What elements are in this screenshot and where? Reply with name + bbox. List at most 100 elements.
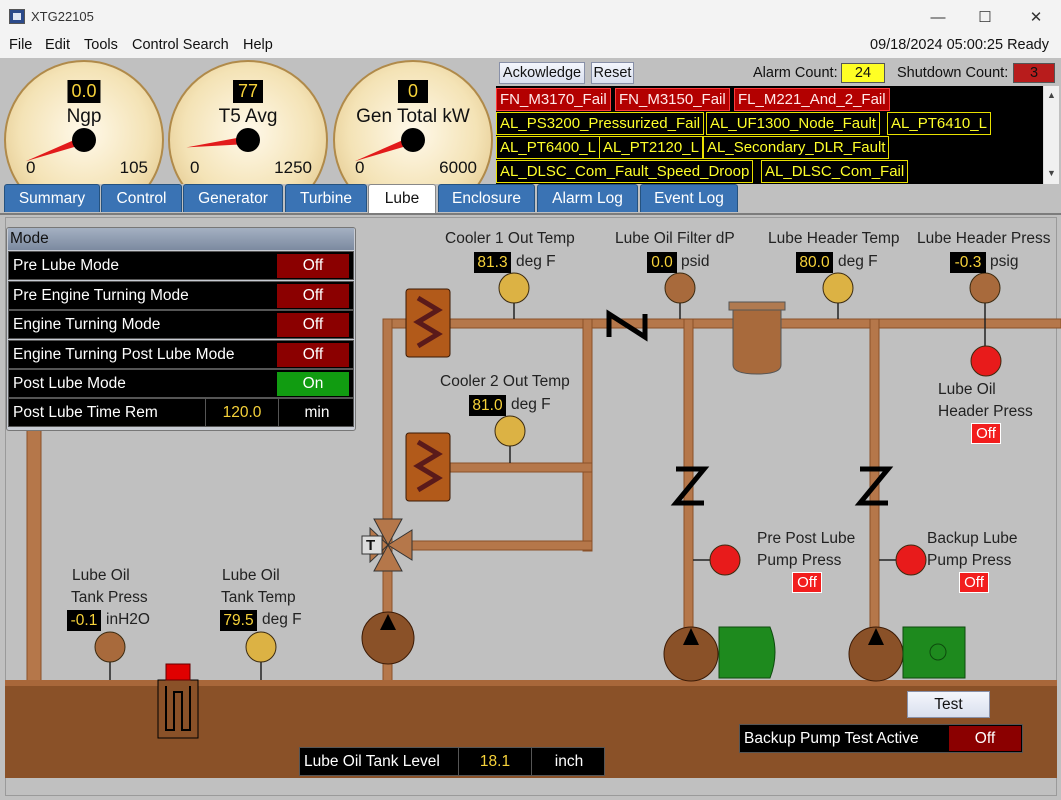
backup-test-button[interactable]: Test <box>907 691 990 718</box>
backup-lube-pump <box>848 626 966 682</box>
alarm-item[interactable]: FN_M3170_Fail <box>496 88 611 111</box>
header-press-switch-label-2: Header Press <box>938 403 1033 420</box>
tab-turbine[interactable]: Turbine <box>285 184 367 212</box>
gauge-needle <box>25 128 96 162</box>
mode-label: Post Lube Mode <box>13 375 126 392</box>
alarm-item[interactable]: AL_PT6400_L <box>496 136 600 159</box>
menu-tools[interactable]: Tools <box>84 37 118 53</box>
gauge-label: Gen Total kW <box>356 106 470 127</box>
cooler-2 <box>405 432 451 502</box>
tank-temp-label-2: Tank Temp <box>221 589 296 606</box>
tab-enclosure[interactable]: Enclosure <box>438 184 535 212</box>
backup-test-status: Off <box>949 726 1021 751</box>
backup-test-label: Backup Pump Test Active <box>744 730 919 747</box>
cooler2-temp-label: Cooler 2 Out Temp <box>440 373 570 390</box>
mode-status[interactable]: Off <box>277 254 349 278</box>
backup-switch-status: Off <box>959 572 989 593</box>
header-press-value: -0.3 <box>950 252 986 273</box>
acknowledge-button[interactable]: Ackowledge <box>499 62 585 84</box>
gauge-ngp: 0.0 Ngp 0 105 <box>4 60 164 184</box>
alarm-item[interactable]: FL_M221_And_2_Fail <box>734 88 890 111</box>
time-rem-unit: min <box>304 404 330 421</box>
tab-generator[interactable]: Generator <box>183 184 283 212</box>
tank-temp-value: 79.5 <box>220 610 257 631</box>
alarm-item[interactable]: AL_PT6410_L <box>887 112 991 135</box>
tank-temp-sensor-icon <box>245 631 277 663</box>
three-way-valve <box>361 518 413 572</box>
tank-press-value: -0.1 <box>67 610 101 631</box>
reset-button[interactable]: Reset <box>591 62 634 84</box>
tab-summary[interactable]: Summary <box>4 184 100 212</box>
gauge-min: 0 <box>355 158 365 177</box>
z-symbol <box>854 466 894 506</box>
alarm-item[interactable]: FN_M3150_Fail <box>615 88 730 111</box>
mode-status[interactable]: Off <box>277 284 349 308</box>
alarm-count: 24 <box>841 63 885 83</box>
menu-edit[interactable]: Edit <box>45 37 70 53</box>
filter-dp-unit: psid <box>681 253 710 270</box>
mode-row: Post Lube Time Rem 120.0 min <box>8 398 354 427</box>
header-press-unit: psig <box>990 253 1019 270</box>
tank-heater <box>157 663 199 739</box>
header-press-label: Lube Header Press <box>917 230 1051 247</box>
header-temp-value: 80.0 <box>796 252 833 273</box>
cooler-1 <box>405 288 451 358</box>
cooler1-temp-unit: deg F <box>516 253 556 270</box>
mode-row: Pre Engine Turning Mode Off <box>8 281 354 310</box>
mode-status[interactable]: On <box>277 372 349 396</box>
tank-level-row: Lube Oil Tank Level 18.1 inch <box>299 747 605 776</box>
gauge-value: 0.0 <box>67 80 101 103</box>
mode-title: Mode <box>8 228 354 250</box>
alarm-item[interactable]: AL_PT2120_L <box>599 136 703 159</box>
alarm-item[interactable]: AL_Secondary_DLR_Fault <box>703 136 890 159</box>
gauge-max: 105 <box>119 158 148 177</box>
alarm-item[interactable]: AL_DLSC_Com_Fault_Speed_Droop <box>496 160 754 183</box>
gauge-min: 0 <box>26 158 36 177</box>
mode-label: Pre Lube Mode <box>13 257 119 274</box>
scroll-down-icon[interactable]: ▼ <box>1047 168 1056 178</box>
backup-switch-label-1: Backup Lube <box>927 530 1018 547</box>
tab-control[interactable]: Control <box>101 184 182 212</box>
pre-post-switch-status: Off <box>792 572 822 593</box>
mode-status[interactable]: Off <box>277 343 349 367</box>
z-symbol <box>670 466 710 506</box>
gauge-max: 1250 <box>274 158 312 177</box>
cooler2-temp-value: 81.0 <box>469 395 506 416</box>
header-press-switch-label-1: Lube Oil <box>938 381 996 398</box>
tab-event-log[interactable]: Event Log <box>640 184 738 212</box>
window-title: XTG22105 <box>31 9 94 24</box>
scroll-up-icon[interactable]: ▲ <box>1047 90 1056 100</box>
header-press-sensor-icon <box>969 272 1001 304</box>
time-rem-value: 120.0 <box>205 399 279 426</box>
mode-label: Engine Turning Post Lube Mode <box>13 346 235 363</box>
tab-alarm-log[interactable]: Alarm Log <box>537 184 638 212</box>
maximize-button[interactable]: ☐ <box>978 9 992 26</box>
alarm-scrollbar[interactable]: ▲ ▼ <box>1043 86 1059 184</box>
alarm-item[interactable]: AL_PS3200_Pressurized_Fail <box>496 112 705 135</box>
close-button[interactable]: ✕ <box>1029 9 1043 26</box>
filter-dp-sensor-icon <box>664 272 696 304</box>
tank-press-label-1: Lube Oil <box>72 567 130 584</box>
menu-file[interactable]: File <box>9 37 33 53</box>
alarm-item[interactable]: AL_DLSC_Com_Fail <box>761 160 909 183</box>
cooler-2-temp-sensor-icon <box>494 415 526 447</box>
gauge-label: T5 Avg <box>218 106 278 127</box>
mode-row: Post Lube Mode On <box>8 369 354 398</box>
alarm-item[interactable]: AL_UF1300_Node_Fault <box>706 112 880 135</box>
gauge-max: 6000 <box>439 158 477 177</box>
tank-press-label-2: Tank Press <box>71 589 148 606</box>
mode-status[interactable]: Off <box>277 313 349 337</box>
header-temp-unit: deg F <box>838 253 878 270</box>
menu-help[interactable]: Help <box>243 37 273 53</box>
menu-control-search[interactable]: Control Search <box>132 37 229 53</box>
pre-post-lube-pump <box>663 626 776 682</box>
menu-bar <box>0 34 1061 58</box>
minimize-button[interactable]: — <box>930 8 946 26</box>
tank-level-value: 18.1 <box>458 748 532 775</box>
tank-press-unit: inH2O <box>106 611 150 628</box>
tank-temp-unit: deg F <box>262 611 302 628</box>
pre-post-switch-label-1: Pre Post Lube <box>757 530 856 547</box>
tab-lube[interactable]: Lube <box>368 184 436 214</box>
alarm-list[interactable]: FN_M3170_Fail FN_M3150_Fail FL_M221_And_… <box>496 86 1043 184</box>
tank-press-sensor-icon <box>94 631 126 663</box>
